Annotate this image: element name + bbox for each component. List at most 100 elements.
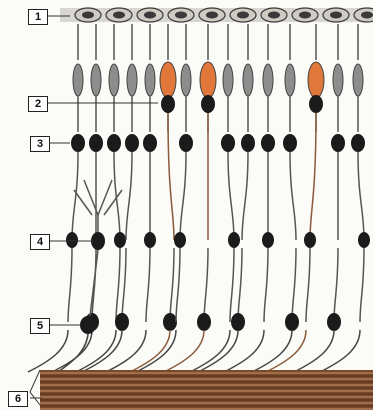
ganglion-cell	[285, 313, 299, 331]
ganglion-axon	[52, 330, 92, 372]
label-6: 6	[8, 391, 28, 407]
receptor-nucleus	[221, 134, 235, 152]
receptor-body	[285, 64, 295, 96]
receptor-body	[333, 64, 343, 96]
neuron-column	[252, 24, 299, 372]
receptor-nucleus	[283, 134, 297, 152]
receptor-body	[181, 64, 191, 96]
dendrite-branch	[98, 180, 112, 215]
descending-fiber	[290, 152, 296, 240]
descending-fiber	[228, 152, 234, 240]
ganglion-axon	[130, 330, 170, 372]
epithelium-nucleus	[361, 12, 373, 19]
bipolar-cell	[174, 232, 186, 248]
ganglion-axon	[252, 330, 292, 372]
lower-fiber	[334, 248, 338, 322]
lower-fiber	[306, 248, 310, 322]
descending-fiber	[126, 152, 132, 240]
bundle-edge	[30, 370, 40, 405]
descending-fiber	[242, 152, 248, 240]
bipolar-cell	[304, 232, 316, 248]
neuron-columns	[28, 24, 370, 372]
receptor-nucleus	[143, 134, 157, 152]
bipolar-cell	[144, 232, 156, 248]
receptor-nucleus	[351, 134, 365, 152]
receptor-nucleus	[331, 134, 345, 152]
epithelium-nucleus	[268, 12, 280, 19]
lower-fiber	[238, 248, 242, 322]
epithelium-nucleus	[82, 12, 94, 19]
lower-fiber	[170, 248, 174, 322]
receptor-body	[223, 64, 233, 96]
label-5: 5	[30, 318, 50, 334]
epithelium-nucleus	[330, 12, 342, 19]
receptor-body	[73, 64, 83, 96]
lower-fiber	[292, 248, 296, 322]
ganglion-cell	[231, 313, 245, 331]
epithelium-nucleus	[237, 12, 249, 19]
receptor-body	[263, 64, 273, 96]
receptor-nucleus	[261, 134, 275, 152]
lower-fiber	[230, 248, 234, 322]
receptor-body	[127, 64, 137, 96]
receptor-body	[243, 64, 253, 96]
receptor-nucleus	[107, 134, 121, 152]
label-4: 4	[30, 234, 50, 250]
pigment-epithelium	[60, 8, 373, 22]
bipolar-cell	[66, 232, 78, 248]
ganglion-cell	[163, 313, 177, 331]
descending-fiber	[358, 152, 364, 240]
bipolar-cell	[262, 232, 274, 248]
label-3: 3	[30, 136, 50, 152]
label-2: 2	[28, 96, 48, 112]
receptor-nucleus	[161, 95, 175, 113]
bipolar-cell	[228, 232, 240, 248]
receptor-body	[109, 64, 119, 96]
ganglion-cell	[327, 313, 341, 331]
bipolar-axon	[90, 250, 98, 316]
receptor-nucleus	[89, 134, 103, 152]
lower-fiber	[176, 248, 180, 322]
ganglion-axon	[106, 330, 146, 372]
descending-fiber	[168, 113, 174, 240]
lower-fiber	[122, 248, 126, 322]
receptor-body	[91, 64, 101, 96]
epithelium-nucleus	[144, 12, 156, 19]
bipolar-cell	[114, 232, 126, 248]
lower-fiber	[68, 248, 72, 322]
ganglion-cell-main	[80, 316, 96, 334]
receptor-body	[145, 64, 155, 96]
receptor-body	[353, 64, 363, 96]
lower-fiber	[264, 248, 268, 322]
ganglion-axon	[266, 330, 306, 372]
ganglion-cell	[115, 313, 129, 331]
receptor-body	[308, 62, 324, 98]
epithelium-nucleus	[299, 12, 311, 19]
nerve-fiber-layer	[30, 370, 373, 410]
lower-fiber	[360, 248, 364, 322]
receptor-nucleus	[241, 134, 255, 152]
receptor-body	[160, 62, 176, 98]
ganglion-cell	[197, 313, 211, 331]
ganglion-axon	[28, 330, 68, 372]
receptor-nucleus	[71, 134, 85, 152]
receptor-nucleus	[125, 134, 139, 152]
ganglion-axon	[294, 330, 334, 372]
lower-fiber	[204, 248, 208, 322]
lower-fiber	[116, 248, 120, 322]
nerve-fibers	[40, 373, 373, 409]
lower-fiber	[146, 248, 150, 322]
receptor-body	[200, 62, 216, 98]
receptor-nucleus	[309, 95, 323, 113]
receptor-nucleus	[201, 95, 215, 113]
epithelium-nucleus	[206, 12, 218, 19]
epithelium-nucleus	[175, 12, 187, 19]
label-1: 1	[28, 9, 48, 25]
descending-fiber	[310, 113, 316, 240]
descending-fiber	[180, 152, 186, 240]
receptor-nucleus	[179, 134, 193, 152]
epithelium-nucleus	[113, 12, 125, 19]
descending-fiber	[72, 152, 78, 240]
